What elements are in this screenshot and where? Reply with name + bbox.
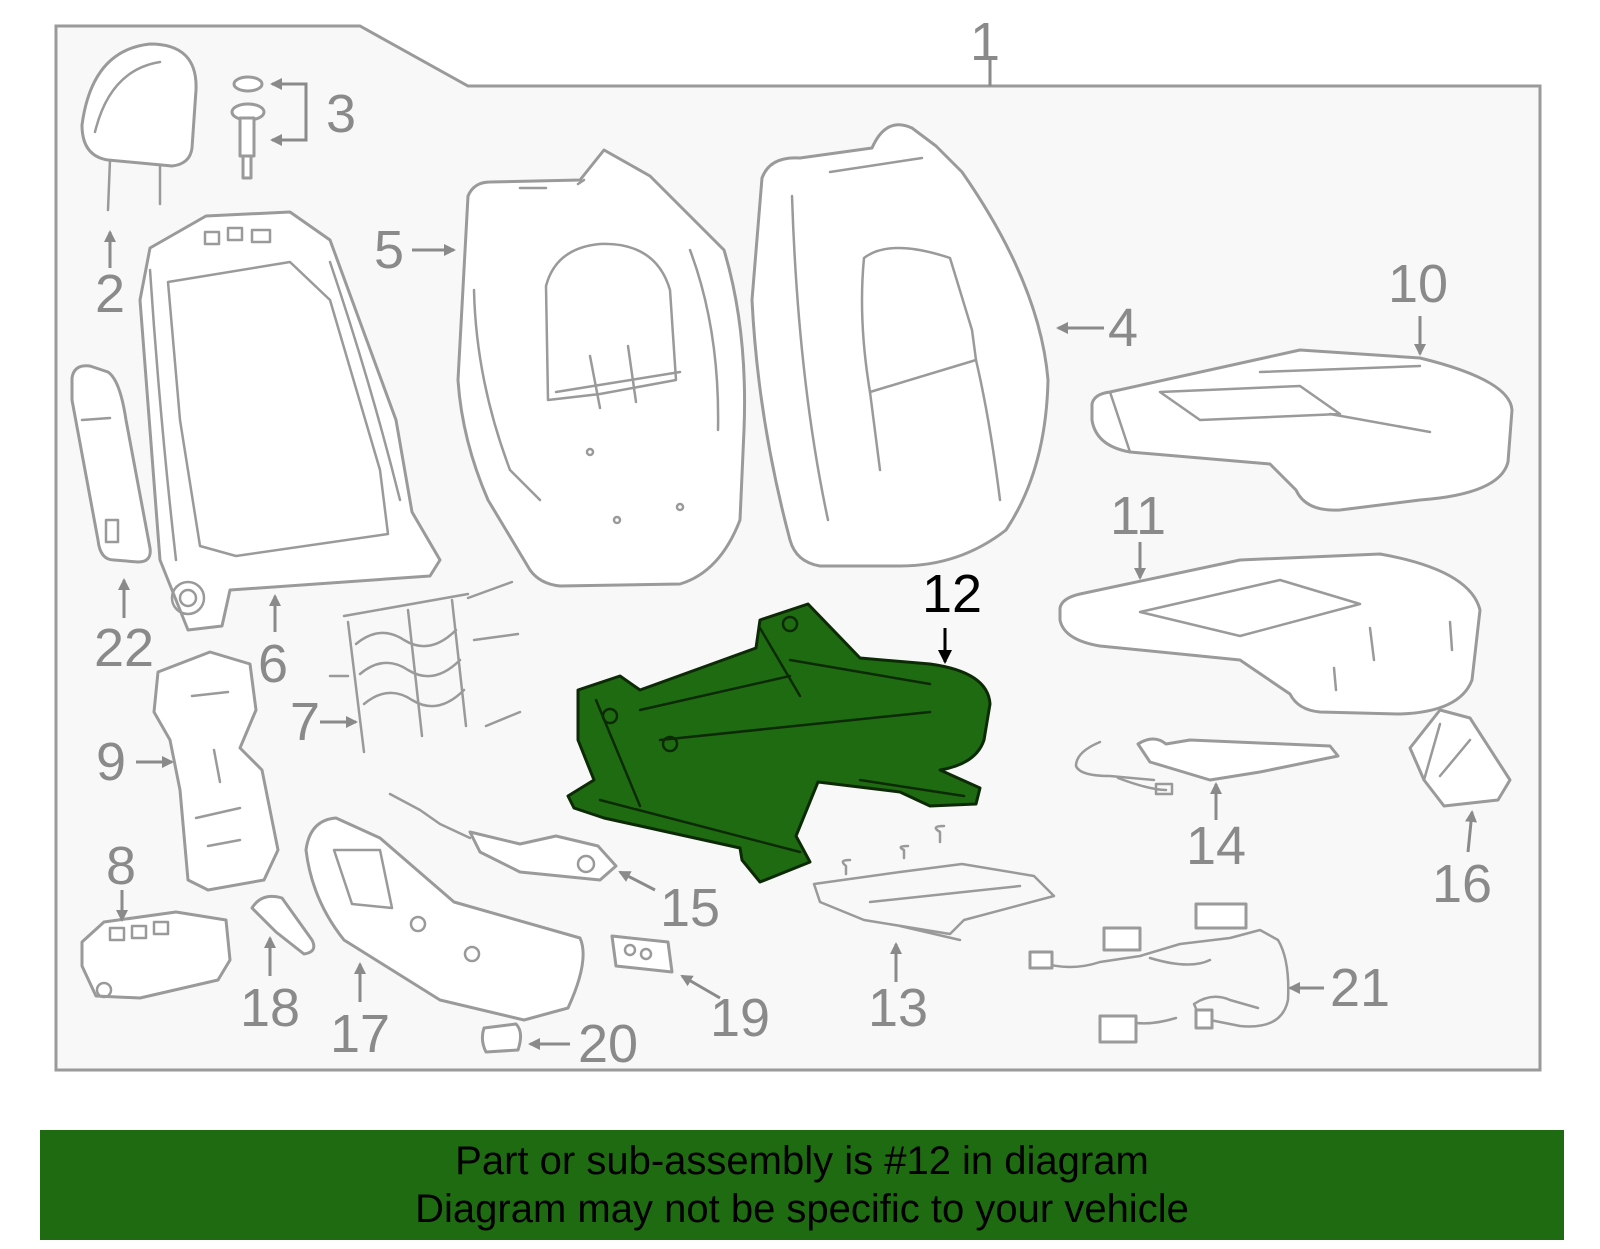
- callout-2: 2: [95, 264, 125, 324]
- callout-12: 12: [922, 564, 982, 624]
- side-shield-part[interactable]: [304, 816, 585, 1022]
- bracket-part[interactable]: [1408, 708, 1512, 808]
- callout-4: 4: [1108, 298, 1138, 358]
- seat-back-side-panel-part[interactable]: [70, 364, 152, 564]
- callout-1: 1: [970, 12, 1000, 72]
- banner-line-1: Part or sub-assembly is #12 in diagram: [455, 1139, 1149, 1183]
- callout-11: 11: [1110, 486, 1166, 546]
- callout-3: 3: [326, 84, 356, 144]
- wiring-harness-part[interactable]: [1028, 902, 1290, 1044]
- seat-wire-frame-part[interactable]: [812, 824, 1056, 942]
- callout-5: 5: [374, 220, 404, 280]
- handle-part[interactable]: [250, 894, 316, 956]
- seat-back-frame-part[interactable]: [138, 210, 442, 632]
- seat-back-pad-part[interactable]: [456, 148, 747, 588]
- callout-18: 18: [240, 978, 300, 1038]
- callout-19: 19: [710, 988, 770, 1048]
- callout-14: 14: [1186, 816, 1246, 876]
- callout-15: 15: [660, 878, 720, 938]
- info-banner: Part or sub-assembly is #12 in diagram D…: [40, 1130, 1564, 1240]
- callout-labels: 1 2 3 4 5 6 7 8 9 10 11 12 13 14 15 16 1…: [94, 12, 1492, 1074]
- seat-cushion-cover-part[interactable]: [1090, 348, 1514, 512]
- seat-module-part[interactable]: [80, 910, 232, 1000]
- occupant-sensor-part[interactable]: [1074, 737, 1340, 796]
- seat-adjuster-part[interactable]: [566, 602, 992, 884]
- headrest-guide-part[interactable]: [230, 75, 266, 180]
- callout-10: 10: [1388, 254, 1448, 314]
- callout-16: 16: [1432, 854, 1492, 914]
- callout-21: 21: [1330, 958, 1390, 1018]
- switch-part[interactable]: [610, 934, 674, 974]
- seat-back-cover-part[interactable]: [750, 123, 1050, 568]
- callout-9: 9: [96, 732, 126, 792]
- callout-8: 8: [106, 836, 136, 896]
- knob-part[interactable]: [480, 1022, 523, 1054]
- callout-17: 17: [330, 1004, 390, 1064]
- seat-spring-part[interactable]: [328, 580, 522, 754]
- headrest-part[interactable]: [80, 42, 198, 212]
- callout-22: 22: [94, 618, 154, 678]
- callout-6: 6: [258, 634, 288, 694]
- seat-cushion-pad-part[interactable]: [1058, 552, 1482, 716]
- leader-lines: [104, 60, 1477, 1050]
- banner-line-2: Diagram may not be specific to your vehi…: [415, 1187, 1189, 1231]
- callout-13: 13: [868, 978, 928, 1038]
- cable-part[interactable]: [388, 792, 618, 882]
- callout-7: 7: [290, 692, 320, 752]
- callout-20: 20: [578, 1014, 638, 1074]
- seat-pan-shield-part[interactable]: [152, 650, 280, 892]
